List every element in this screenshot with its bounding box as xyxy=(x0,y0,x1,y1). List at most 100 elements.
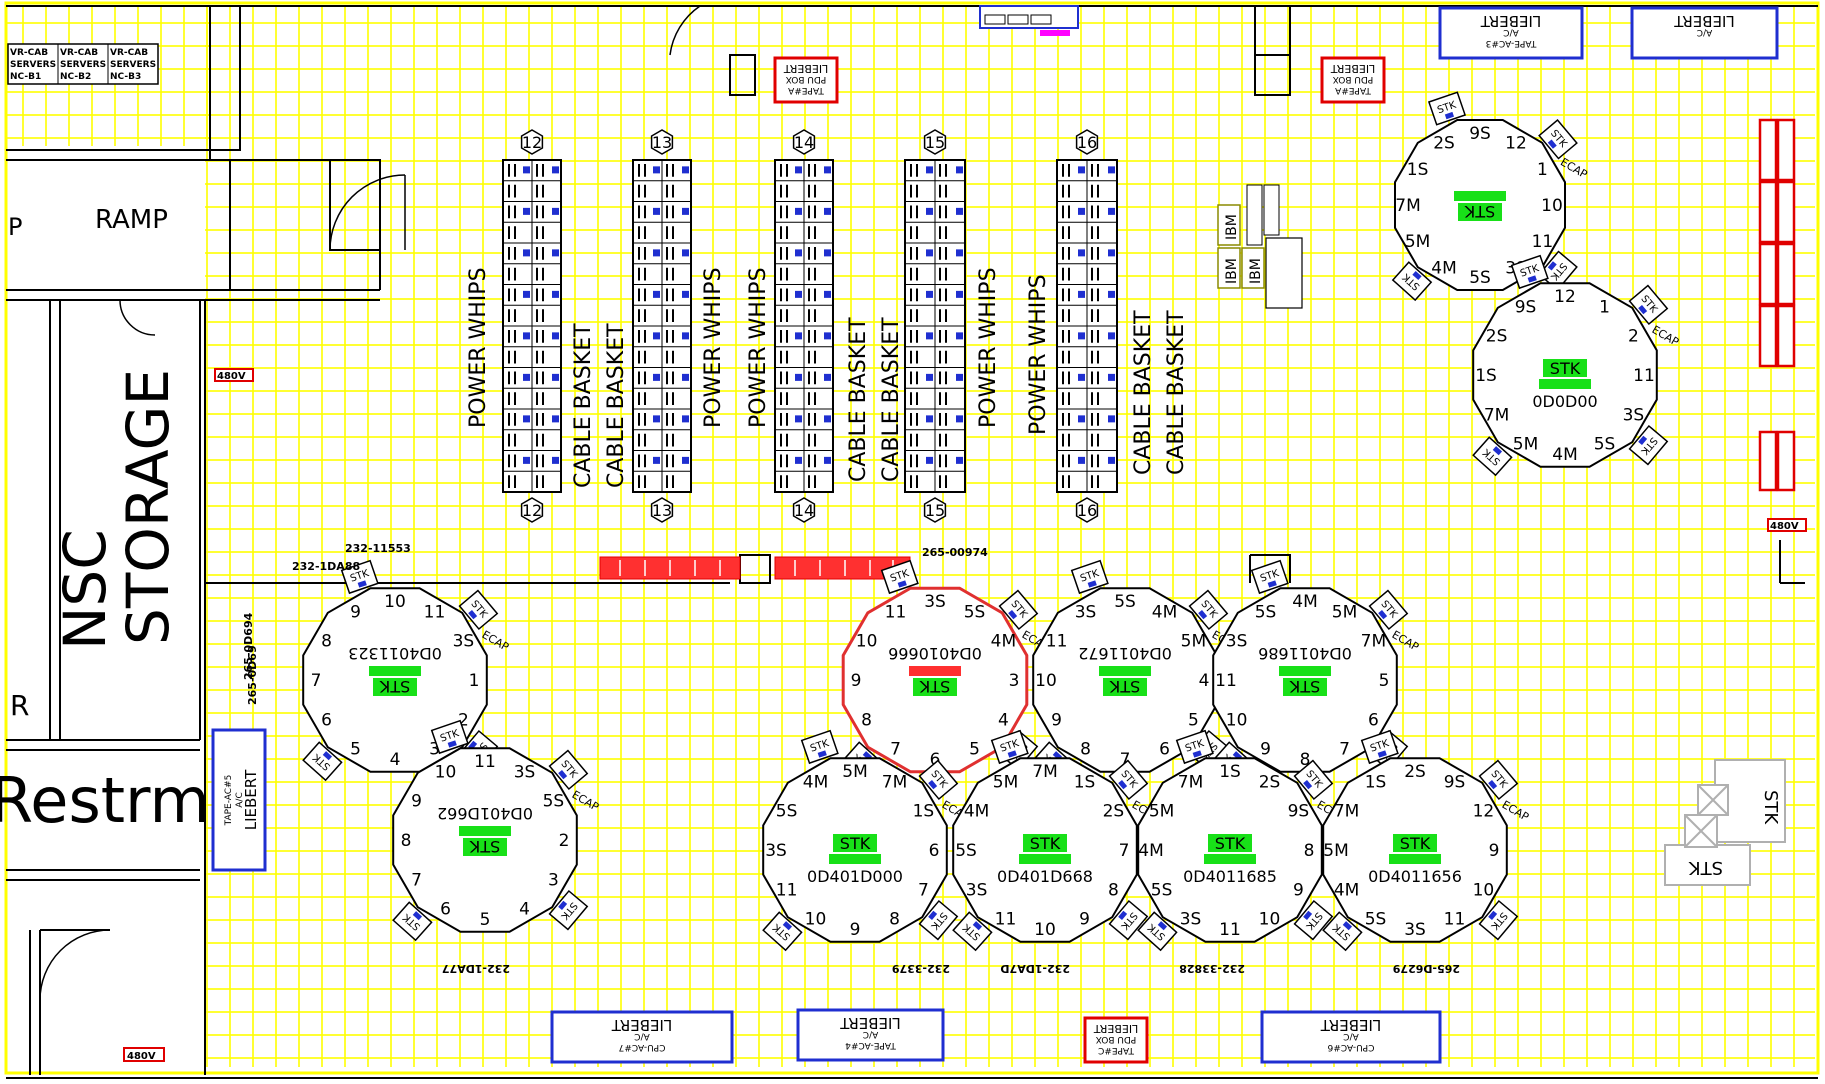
rack-power-indicator xyxy=(682,415,689,423)
pdu-tag: TAPE#C xyxy=(1098,1045,1135,1055)
liebert-name: LIEBERT xyxy=(1480,12,1541,30)
silo-panel-number: 4M xyxy=(803,773,828,793)
row-number-marker xyxy=(923,129,947,155)
liebert-tag: CPU-AC#7 xyxy=(619,1042,666,1052)
silo-panel-number: 6 xyxy=(321,711,332,731)
rack-power-indicator xyxy=(1108,415,1115,423)
gray-stk-1: STK xyxy=(1688,857,1723,878)
silo-panel-number: 1S xyxy=(913,802,935,822)
silo-panel-number: 9 xyxy=(1293,881,1304,901)
silo-panel-number: 7M xyxy=(1334,802,1359,822)
silo-panel-number: 7M xyxy=(1361,632,1386,652)
liebert-sub: A/C xyxy=(1503,27,1518,37)
rack-power-indicator xyxy=(653,373,660,381)
silo-pod: STK xyxy=(1478,759,1519,801)
rack-power-indicator xyxy=(552,332,559,340)
rack-power-indicator xyxy=(795,166,802,174)
liebert-tag: CPU-AC#6 xyxy=(1327,1042,1374,1052)
silo-panel-number: 9 xyxy=(411,792,422,812)
silo-panel-number: 1 xyxy=(1599,298,1610,318)
rack-power-indicator xyxy=(1108,166,1115,174)
power-whips-row14: POWER WHIPS xyxy=(746,267,771,428)
silo-panel-number: 5S xyxy=(1114,592,1136,612)
silo-pod: STK xyxy=(1360,729,1399,765)
silo-serial: 0D4011686 xyxy=(1258,644,1352,663)
silo-panel-number: 10 xyxy=(1473,881,1495,901)
silo-panel-number: 2S xyxy=(1259,773,1281,793)
silo-panel-number: 11 xyxy=(776,881,798,901)
silo-panel-number: 11 xyxy=(1633,366,1655,386)
rack-power-indicator xyxy=(653,332,660,340)
rack-power-indicator xyxy=(824,249,831,257)
silo-panel-number: 4M xyxy=(1552,445,1577,465)
row-number-bottom: 15 xyxy=(925,501,945,520)
liebert-tag: TAPE-AC#4 xyxy=(845,1040,897,1050)
silo-panel-number: 2 xyxy=(1628,327,1639,347)
silo-panel-number: 8 xyxy=(321,632,332,652)
silo-pod: STK xyxy=(1510,254,1549,290)
ibm-label-3: IBM xyxy=(1248,258,1264,284)
cable-basket-row12: CABLE BASKET xyxy=(571,323,596,488)
silo-panel-number: 5M xyxy=(1323,841,1348,861)
silo-panel-number: 5S xyxy=(964,603,986,623)
rack-power-indicator xyxy=(926,332,933,340)
silo-panel-number: 10 xyxy=(435,763,457,783)
pdu-tag: TAPE#A xyxy=(1334,85,1372,95)
silo-pod: STK xyxy=(1108,759,1149,801)
rack-power-indicator xyxy=(523,249,530,257)
silo-panel-number: 5S xyxy=(776,802,798,822)
silo-panel-number: 3S xyxy=(966,881,988,901)
silo-pod: STK xyxy=(1250,559,1289,595)
raised-floor-grid-border xyxy=(4,1,1820,1075)
silo-panel-number: 1S xyxy=(1407,160,1429,180)
door-r-label: R xyxy=(10,689,29,722)
silo-panel-number: 3 xyxy=(429,739,440,759)
rack-power-indicator xyxy=(653,456,660,464)
silo-stk-badge xyxy=(373,678,417,696)
pdu-sub: PDU BOX xyxy=(1333,74,1374,84)
row-number-marker xyxy=(1075,129,1099,155)
silo-panel-number: 11 xyxy=(1215,671,1237,691)
rack-label-5: SERVERS xyxy=(60,60,106,70)
silo-pod: STK xyxy=(1391,261,1433,302)
ramp-label: RAMP xyxy=(95,205,168,235)
pdu-name: LIEBERT xyxy=(1331,62,1376,75)
rack-power-indicator xyxy=(682,332,689,340)
v480-left: 480V xyxy=(217,371,246,382)
silo-panel-number: 2S xyxy=(1486,327,1508,347)
silo-stk-badge xyxy=(1393,834,1437,852)
silo-serial: 0D0D00 xyxy=(1532,392,1597,411)
rack-power-indicator xyxy=(824,373,831,381)
tape-silo-silo-b: 2345678910113S5SSTK0D401D662STKSTKSTKSTK… xyxy=(392,719,601,942)
silo-panel-number: 12 xyxy=(1505,134,1527,154)
silo-panel-number: 3S xyxy=(1226,632,1248,652)
silo-serial: 0D401D000 xyxy=(807,867,903,886)
silo-panel-number: 9S xyxy=(1469,124,1491,144)
rack-power-indicator xyxy=(523,166,530,174)
top-center-equipment xyxy=(979,5,1079,36)
silo-panel-number: 2S xyxy=(1103,802,1125,822)
rack-power-indicator xyxy=(795,415,802,423)
rack-power-indicator xyxy=(956,290,963,298)
rack-power-indicator xyxy=(682,207,689,215)
silo-panel-number: 10 xyxy=(1259,909,1281,929)
silo-pod: STK xyxy=(990,729,1029,765)
rack-power-indicator xyxy=(926,249,933,257)
silo-stk-badge xyxy=(1543,359,1587,377)
part-number-6: 232-3379 xyxy=(892,962,950,975)
silo-panel-number: 8 xyxy=(1080,739,1091,759)
silo-pod: STK xyxy=(392,901,433,942)
rack-power-indicator xyxy=(682,373,689,381)
silo-panel-number: 5S xyxy=(543,792,565,812)
silo-panel-number: 9S xyxy=(1288,802,1310,822)
row-number-top: 16 xyxy=(1077,133,1097,152)
silo-panel-number: 4 xyxy=(519,899,530,919)
tape-silo-silo-d: 45678910113S5S4M5MSTK0D4011672STKSTKSTKS… xyxy=(1032,559,1241,782)
silo-panel-number: 4M xyxy=(1138,841,1163,861)
top-left-racks: VR-CAB SERVERS NC-B1 VR-CAB SERVERS NC-B… xyxy=(7,43,159,85)
silo-panel-number: 3S xyxy=(1180,909,1202,929)
